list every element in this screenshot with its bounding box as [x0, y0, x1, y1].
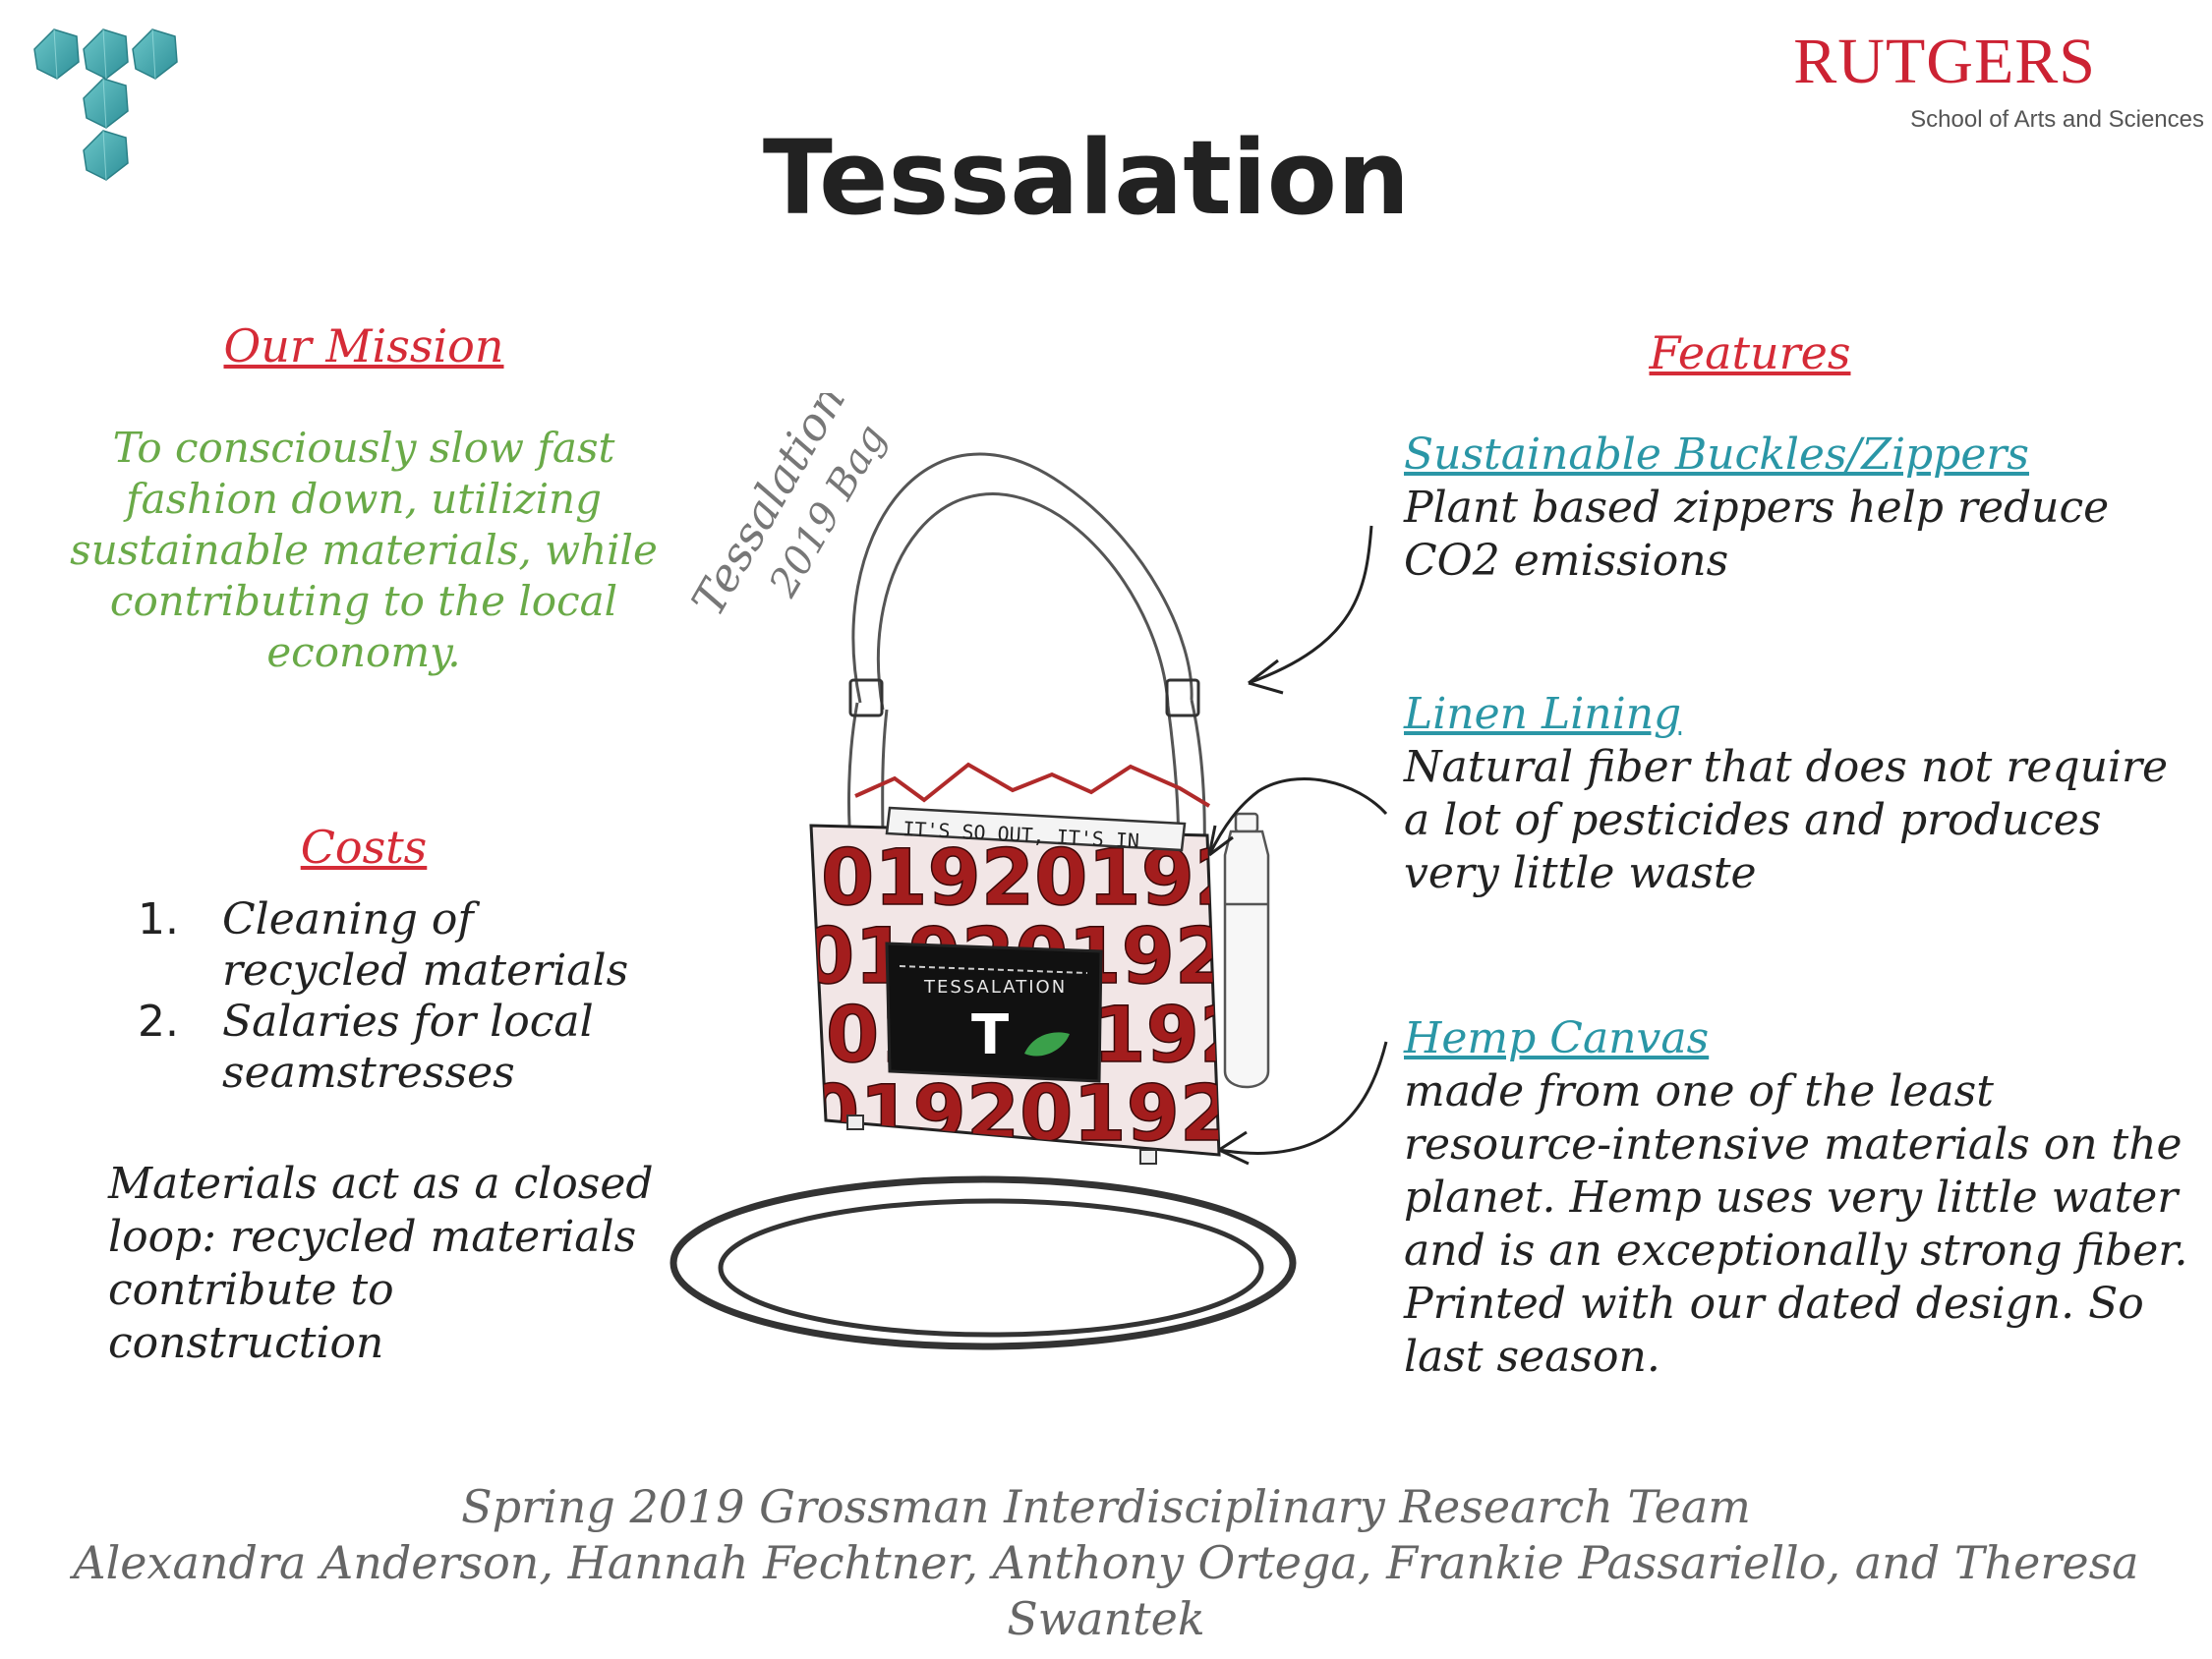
arrow-icon: [1248, 525, 1373, 685]
feature-description: made from one of the least resource-inte…: [1404, 1066, 2188, 1382]
costs-list: 1. Cleaning of recycled materials 2. Sal…: [138, 894, 669, 1099]
feature-title: Sustainable Buckles/Zippers: [1404, 429, 2030, 480]
feature-arrows: [1207, 525, 1388, 1166]
linen-lining-edge: [854, 762, 1211, 808]
list-item: 2. Salaries for local seamstresses: [138, 997, 669, 1099]
list-number: 2.: [138, 997, 179, 1047]
team-members: Alexandra Anderson, Hannah Fechtner, Ant…: [73, 1536, 2139, 1645]
team-credits: Spring 2019 Grossman Interdisciplinary R…: [0, 1479, 2212, 1647]
arrow-icon: [1207, 777, 1388, 856]
list-item-text: Salaries for local seamstresses: [222, 997, 594, 1098]
sketch-signature: Tessalation 2019 Bag: [681, 393, 896, 625]
tessalation-logo-icon: [33, 29, 178, 181]
bag-strap: [847, 452, 1206, 856]
team-name: Spring 2019 Grossman Interdisciplinary R…: [461, 1480, 1751, 1533]
school-name: School of Arts and Sciences: [1910, 106, 2204, 133]
costs-heading: Costs: [300, 821, 428, 874]
bag-feet: [846, 1115, 1157, 1165]
feature-buckles-zippers: Sustainable Buckles/Zippers Plant based …: [1404, 429, 2190, 588]
list-item: 1. Cleaning of recycled materials: [138, 894, 669, 997]
pocket-brand-text: TESSALATION: [923, 977, 1067, 998]
mission-text: To consciously slow fast fashion down, u…: [70, 424, 658, 676]
university-name: RUTGERS: [1793, 26, 2096, 97]
feature-description: Natural fiber that does not require a lo…: [1404, 742, 2169, 898]
feature-linen-lining: Linen Lining Natural fiber that does not…: [1404, 688, 2190, 900]
mission-heading: Our Mission: [223, 319, 504, 372]
features-heading: Features: [1649, 326, 1851, 379]
bag-sketch-illustration: Tessalation 2019 Bag 0192019201920192 01…: [669, 393, 1388, 1350]
bag-pocket: TESSALATION T: [885, 942, 1103, 1083]
strap-buckle-icon: [848, 678, 1200, 717]
page-title: Tessalation: [762, 118, 1411, 238]
arrow-icon: [1218, 1041, 1388, 1155]
list-number: 1.: [138, 894, 179, 944]
leaf-icon: [1024, 1032, 1070, 1057]
rutgers-wordmark: RUTGERS School of Arts and Sciences: [1772, 29, 2204, 134]
bag-top-band: IT'S SO OUT, IT'S IN: [885, 806, 1187, 853]
list-item-text: Cleaning of recycled materials: [222, 894, 629, 996]
water-bottle-icon: [1223, 812, 1270, 1089]
feature-title: Hemp Canvas: [1404, 1013, 1710, 1063]
arrow-icon: [1218, 1130, 1250, 1166]
pocket-logo-letter: T: [971, 1003, 1009, 1067]
closed-loop-note: Materials act as a closed loop: recycled…: [108, 1159, 654, 1368]
arrow-icon: [1207, 825, 1234, 857]
feature-title: Linen Lining: [1404, 689, 1682, 739]
feature-hemp-canvas: Hemp Canvas made from one of the least r…: [1404, 1012, 2190, 1384]
feature-description: Plant based zippers help reduce CO2 emis…: [1404, 483, 2110, 586]
arrow-icon: [1248, 658, 1284, 695]
display-base-ring: [669, 1175, 1297, 1350]
